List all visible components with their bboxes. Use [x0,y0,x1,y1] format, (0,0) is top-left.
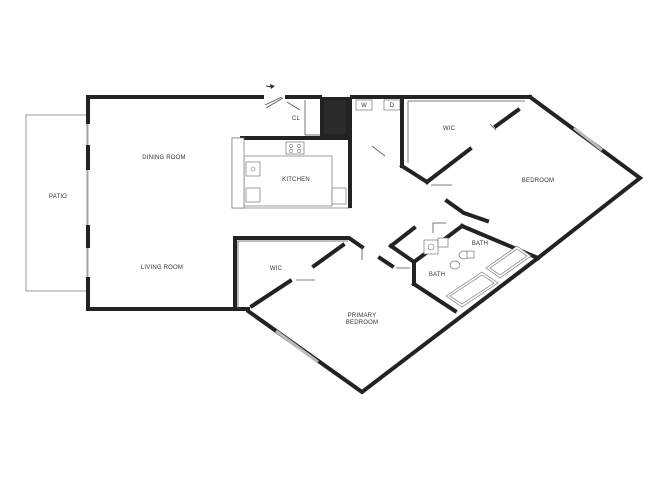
primary-suite-walls [233,236,365,311]
living-room-label: LIVING ROOM [141,265,183,271]
dryer-label: D [390,103,395,109]
windows [87,124,603,364]
kitchen [231,136,352,209]
bath-fixtures [423,237,532,308]
patio-area [25,114,88,292]
upper-bedroom-walls [399,100,525,186]
primary-bedroom-label-line2: BEDROOM [346,320,378,326]
closet-label: CL [292,116,301,122]
dining-room-label: DINING ROOM [142,155,186,161]
primary-bedroom-label-line1: PRIMARY [348,313,377,319]
bedroom-label: BEDROOM [522,178,554,184]
washer-label: W [361,103,367,109]
laundry [355,95,404,168]
closet [286,100,320,136]
wic-left-label: WIC [270,266,283,272]
room-labels: PATIO DINING ROOM LIVING ROOM CL KITCHEN… [49,103,554,326]
exterior-walls [86,94,644,395]
bath-upper-label: BATH [472,241,488,247]
entry-door [264,84,284,109]
patio-label: PATIO [49,194,67,200]
bath-lower-label: BATH [429,272,445,278]
wic-top-label: WIC [443,126,456,132]
utility-column [320,97,352,137]
kitchen-label: KITCHEN [282,177,310,183]
